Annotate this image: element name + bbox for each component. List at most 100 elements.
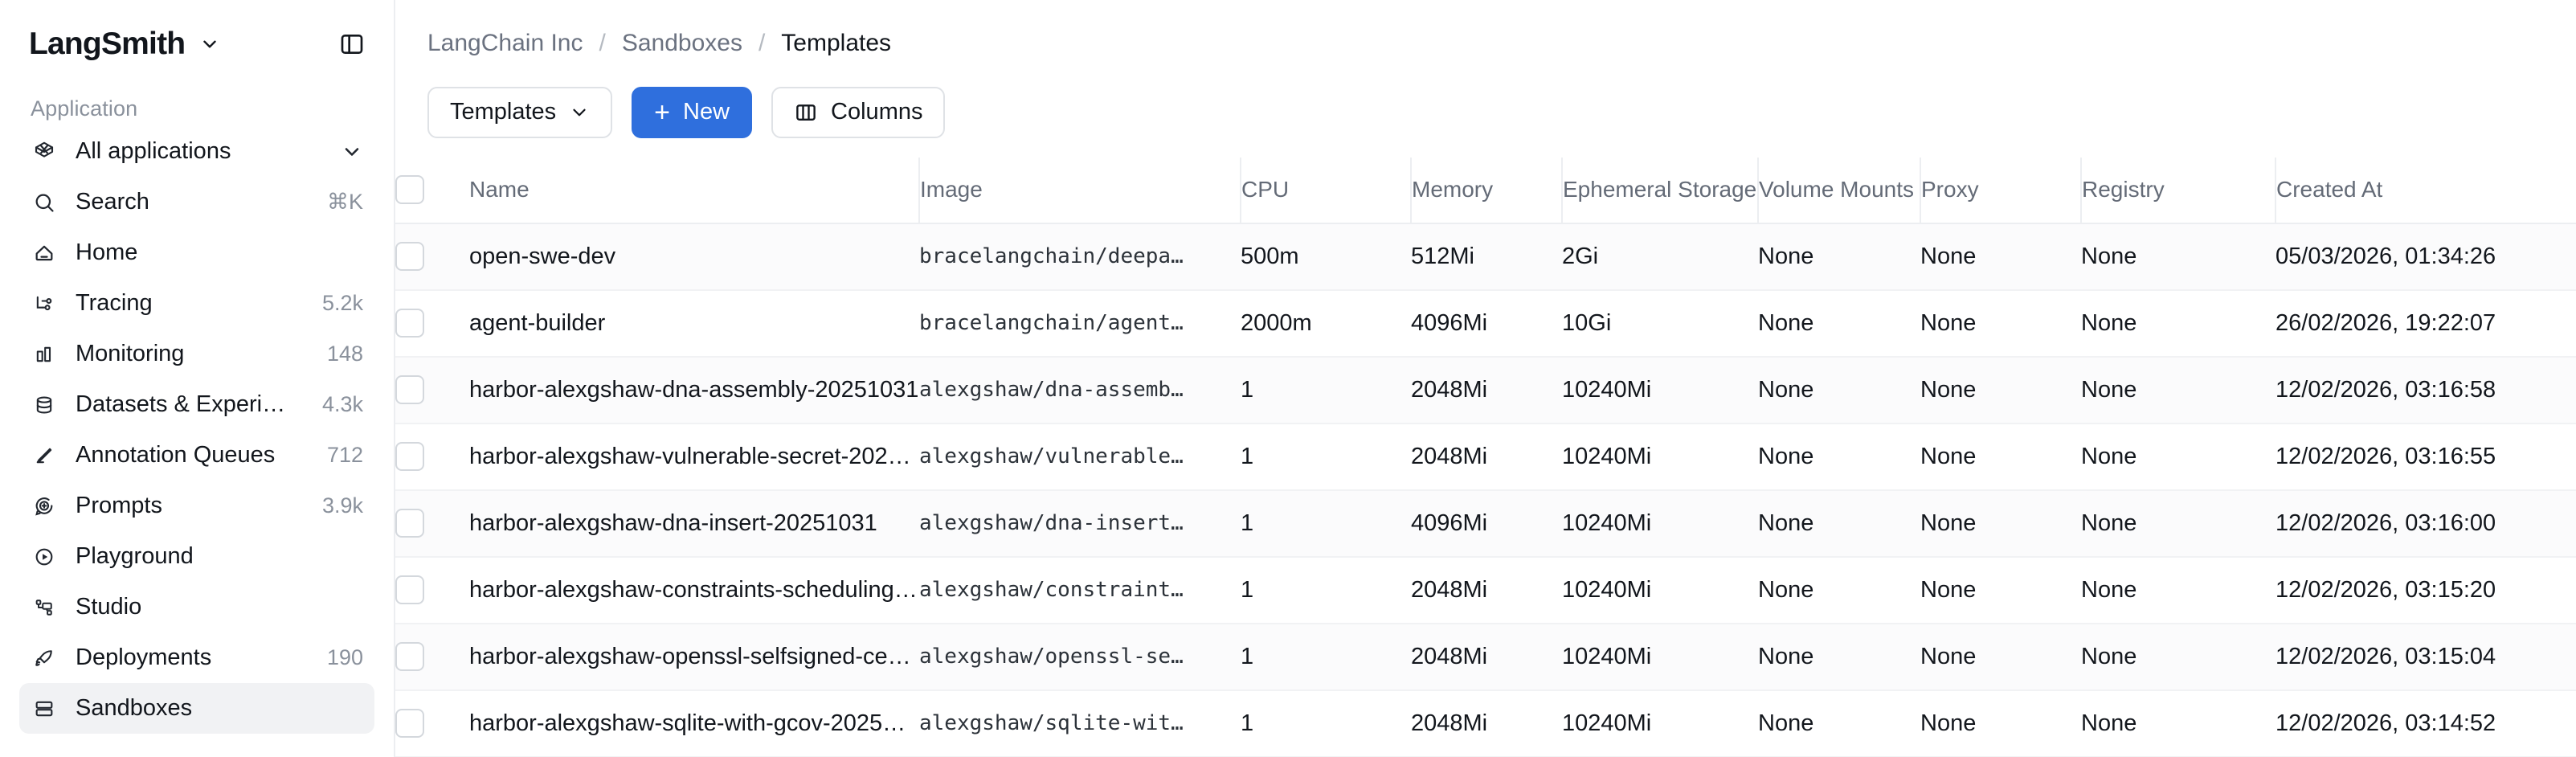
prompt-bubble-icon <box>31 493 58 520</box>
templates-filter-dropdown[interactable]: Templates <box>427 86 613 138</box>
column-header-image[interactable]: Image <box>918 157 1241 224</box>
cell-cpu: 1 <box>1241 423 1411 491</box>
column-header-cpu[interactable]: CPU <box>1240 157 1411 224</box>
cell-ephemeral-storage: 10240Mi <box>1562 623 1758 691</box>
sidebar-item-tracing[interactable]: Tracing 5.2k <box>19 278 374 329</box>
cell-ephemeral-storage: 10Gi <box>1562 289 1758 358</box>
column-header-memory[interactable]: Memory <box>1410 157 1562 224</box>
checkbox-icon[interactable] <box>395 642 424 672</box>
cell-name: harbor-alexgshaw-vulnerable-secret-202… <box>469 423 919 491</box>
sidebar-item-home[interactable]: Home <box>19 227 374 278</box>
sidebar-item-label: All applications <box>76 138 231 164</box>
cell-image: alexgshaw/dna-assemb… <box>919 356 1241 424</box>
checkbox-icon[interactable] <box>395 375 424 405</box>
cell-registry: None <box>2081 356 2275 424</box>
sidebar-item-annotation-queues[interactable]: Annotation Queues 712 <box>19 430 374 481</box>
cell-volume-mounts: None <box>1758 423 1920 491</box>
templates-filter-label: Templates <box>450 99 557 125</box>
cell-image: alexgshaw/constraint… <box>919 556 1241 624</box>
cell-name: harbor-alexgshaw-dna-insert-20251031 <box>469 489 919 558</box>
cell-proxy: None <box>1920 623 2081 691</box>
column-header-volume-mounts[interactable]: Volume Mounts <box>1757 157 1920 224</box>
brand-name: LangSmith <box>29 27 186 61</box>
cell-memory: 2048Mi <box>1411 356 1562 424</box>
column-header-registry[interactable]: Registry <box>2080 157 2275 224</box>
checkbox-icon[interactable] <box>395 175 424 205</box>
chevron-down-icon <box>341 141 363 163</box>
sidebar-item-label: Annotation Queues <box>76 442 276 468</box>
sidebar-item-label: Prompts <box>76 493 162 518</box>
cell-cpu: 1 <box>1241 489 1411 558</box>
sidebar-item-all-applications[interactable]: All applications <box>19 126 374 177</box>
checkbox-icon[interactable] <box>395 242 424 272</box>
column-header-ephemeral-storage[interactable]: Ephemeral Storage <box>1561 157 1758 224</box>
brand-switcher[interactable]: LangSmith <box>29 27 220 62</box>
cell-volume-mounts: None <box>1758 289 1920 358</box>
columns-button[interactable]: Columns <box>771 86 946 138</box>
cell-created-at: 12/02/2026, 03:16:58 <box>2275 356 2576 424</box>
checkbox-icon[interactable] <box>395 442 424 472</box>
column-header-created-at[interactable]: Created At <box>2275 157 2576 224</box>
sidebar-item-studio[interactable]: Studio <box>19 582 374 632</box>
sidebar-item-sandboxes[interactable]: Sandboxes <box>19 683 374 734</box>
table-row[interactable]: harbor-alexgshaw-constraints-scheduling…… <box>395 556 2576 624</box>
server-icon <box>31 695 58 722</box>
cell-volume-mounts: None <box>1758 689 1920 757</box>
column-header-proxy[interactable]: Proxy <box>1920 157 2081 224</box>
cell-ephemeral-storage: 10240Mi <box>1562 356 1758 424</box>
checkbox-icon[interactable] <box>395 309 424 338</box>
sidebar-item-label: Sandboxes <box>76 695 193 721</box>
studio-nodes-icon <box>31 594 58 621</box>
cell-ephemeral-storage: 10240Mi <box>1562 489 1758 558</box>
pencil-icon <box>31 442 58 469</box>
cube-icon <box>31 138 58 166</box>
cell-image: bracelangchain/deepa… <box>919 223 1241 291</box>
checkbox-icon[interactable] <box>395 709 424 739</box>
sidebar-item-deployments[interactable]: Deployments 190 <box>19 632 374 683</box>
cell-created-at: 12/02/2026, 03:15:04 <box>2275 623 2576 691</box>
column-header-name[interactable]: Name <box>469 157 919 224</box>
breadcrumb-item-org[interactable]: LangChain Inc <box>427 29 583 56</box>
breadcrumb-item-sandboxes[interactable]: Sandboxes <box>621 29 742 56</box>
sidebar-item-count: 5.2k <box>321 291 363 315</box>
cell-image: alexgshaw/vulnerable… <box>919 423 1241 491</box>
cell-registry: None <box>2081 489 2275 558</box>
cell-image: bracelangchain/agent… <box>919 289 1241 358</box>
cell-name: agent-builder <box>469 289 919 358</box>
breadcrumb-item-templates: Templates <box>781 29 892 56</box>
table-row[interactable]: harbor-alexgshaw-openssl-selfsigned-ce…a… <box>395 623 2576 691</box>
cell-name: open-swe-dev <box>469 223 919 291</box>
cell-proxy: None <box>1920 556 2081 624</box>
search-icon <box>31 189 58 216</box>
table-row[interactable]: harbor-alexgshaw-sqlite-with-gcov-2025…a… <box>395 689 2576 757</box>
cell-ephemeral-storage: 10240Mi <box>1562 689 1758 757</box>
sidebar-item-label: Tracing <box>76 290 153 316</box>
cell-ephemeral-storage: 10240Mi <box>1562 556 1758 624</box>
checkbox-icon[interactable] <box>395 575 424 605</box>
sidebar-item-datasets-experiments[interactable]: Datasets & Experiments 4.3k <box>19 379 374 430</box>
sidebar-item-label: Search <box>76 189 149 215</box>
checkbox-icon[interactable] <box>395 509 424 538</box>
cell-proxy: None <box>1920 289 2081 358</box>
cell-created-at: 05/03/2026, 01:34:26 <box>2275 223 2576 291</box>
sidebar-item-search[interactable]: Search ⌘K <box>19 177 374 227</box>
cell-cpu: 1 <box>1241 556 1411 624</box>
cell-memory: 4096Mi <box>1411 489 1562 558</box>
cell-created-at: 26/02/2026, 19:22:07 <box>2275 289 2576 358</box>
columns-icon <box>794 100 818 125</box>
table-row[interactable]: harbor-alexgshaw-vulnerable-secret-202…a… <box>395 423 2576 491</box>
sidebar-item-playground[interactable]: Playground <box>19 531 374 582</box>
sidebar-toggle-icon[interactable] <box>334 27 370 62</box>
cell-cpu: 500m <box>1241 223 1411 291</box>
home-icon <box>31 239 58 267</box>
sidebar-item-shortcut: ⌘K <box>326 190 363 214</box>
tracing-icon <box>31 290 58 317</box>
sidebar-item-prompts[interactable]: Prompts 3.9k <box>19 481 374 531</box>
new-button[interactable]: + New <box>632 86 753 138</box>
sidebar-item-label: Deployments <box>76 644 212 670</box>
sidebar-item-monitoring[interactable]: Monitoring 148 <box>19 329 374 379</box>
